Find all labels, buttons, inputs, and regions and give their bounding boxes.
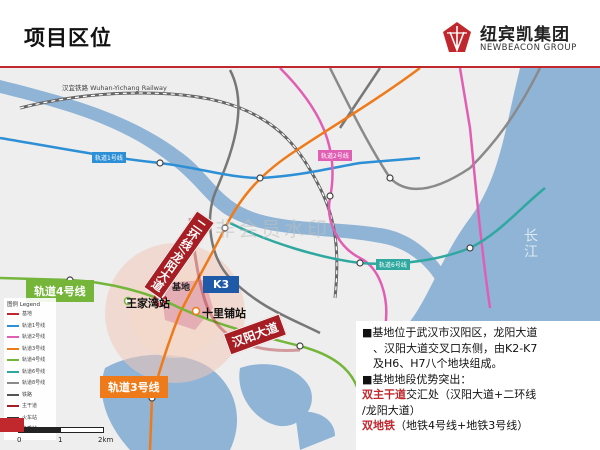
legend-swatch <box>7 370 19 373</box>
legend-item: 轨道2号线 <box>7 333 55 341</box>
info-line-highlight: 双主干道交汇处（汉阳大道+二环线 <box>362 387 594 403</box>
scale-tick: 0 <box>17 436 22 444</box>
wangjiawan-station-label: 王家湾站 <box>126 297 170 310</box>
railway-2 <box>208 69 321 335</box>
logo-mark-icon <box>443 22 471 53</box>
legend-label: 铁路 <box>22 391 33 398</box>
info-box: ■基地位于武汉市汉阳区，龙阳大道 、汉阳大道交叉口东侧，由K2-K7 及H6、H… <box>356 321 600 450</box>
legend-item: 轨道8号线 <box>7 379 55 387</box>
info-line: ■基地位于武汉市汉阳区，龙阳大道 <box>362 326 538 339</box>
metro-line-4-tag: 轨道4号线 <box>26 280 94 302</box>
legend-swatch <box>7 313 19 315</box>
legend-swatch <box>7 416 19 419</box>
metro-line-1 <box>0 136 421 180</box>
metro-line-8 <box>328 68 542 191</box>
legend-swatch <box>7 405 19 407</box>
lake-3 <box>295 411 335 450</box>
legend-item: 铁路 <box>7 391 55 399</box>
logo-name-cn: 纽宾凯集团 <box>480 25 570 45</box>
legend-label: 主干道 <box>22 403 38 409</box>
legend-label: 轨道3号线 <box>22 345 46 352</box>
metro-line-3 <box>148 68 421 450</box>
legend-swatch <box>7 324 19 327</box>
shilipu-station-label: 十里铺站 <box>202 307 246 320</box>
info-line: /龙阳大道） <box>362 403 421 417</box>
legend-title: 图例 Legend <box>7 302 40 308</box>
legend-item: 火车站 <box>7 414 55 422</box>
wangjiawan-station-icon <box>123 296 133 306</box>
legend-item: 主干道 <box>7 402 55 410</box>
parcel-k3-tag: K3 <box>203 276 240 293</box>
info-line-highlight: 双地铁（地铁4号线+地铁3号线） <box>362 418 594 434</box>
site-label: 基地 <box>172 283 191 293</box>
legend-label: 轨道8号线 <box>22 380 46 386</box>
watermark: 非会员水印 <box>215 217 330 241</box>
metro-line-1-label: 轨道1号线 <box>92 152 126 163</box>
info-text: （地铁4号线+地铁3号线） <box>395 419 529 432</box>
corner-accent <box>0 418 24 432</box>
legend-swatch <box>7 347 19 350</box>
metro-line-2-label: 轨道2号线 <box>318 150 352 161</box>
metro-line-4 <box>0 276 362 399</box>
legend-item: 轨道4号线 <box>7 356 55 364</box>
scale-bar: 0 1 2km <box>17 424 128 446</box>
info-line: 及H6、H7八个地块组成。 <box>373 357 503 370</box>
scale-bar-graphic <box>18 427 104 433</box>
river-label: 长江 <box>522 228 538 260</box>
info-line: 、汉阳大道交叉口东侧，由K2-K7 <box>373 341 538 355</box>
legend-label: 轨道2号线 <box>22 334 46 340</box>
han-river <box>0 80 455 290</box>
legend-swatch <box>7 382 19 384</box>
lake-2 <box>239 364 312 427</box>
metro-line-2 <box>279 68 388 329</box>
legend-item: 轨道1号线 <box>7 322 55 330</box>
info-line: ■基地地段优势突出： <box>362 372 472 386</box>
legend-item: 基地 <box>7 310 55 318</box>
header: 项目区位 纽宾凯集团 NEWBEACON GROUP <box>0 0 600 68</box>
metro-line-2b <box>458 68 492 309</box>
scale-tick: 2km <box>98 436 114 444</box>
legend-swatch <box>7 393 19 396</box>
legend-label: 轨道1号线 <box>22 322 46 329</box>
info-text: 交汇处（汉阳大道+二环线 <box>406 388 537 401</box>
shilipu-station-icon <box>191 306 201 316</box>
header-divider <box>0 66 600 68</box>
metro-line-6-label: 轨道6号线 <box>376 259 410 270</box>
highlight-text: 双地铁 <box>362 419 395 432</box>
legend-label: 轨道4号线 <box>22 357 46 363</box>
legend-label: 轨道6号线 <box>22 368 46 375</box>
legend-item: 轨道6号线 <box>7 368 55 376</box>
logo-name-en: NEWBEACON GROUP <box>480 43 577 53</box>
page-title: 项目区位 <box>24 26 112 50</box>
legend-item: 轨道3号线 <box>7 345 55 353</box>
metro-line-3-tag: 轨道3号线 <box>100 376 168 398</box>
legend-label: 基地 <box>22 311 33 317</box>
highlight-text: 双主干道 <box>362 388 406 401</box>
map-legend: 图例 Legend 基地轨道1号线轨道2号线轨道3号线轨道4号线轨道6号线轨道8… <box>4 298 56 440</box>
legend-swatch <box>7 336 19 338</box>
scale-tick: 1 <box>58 436 63 444</box>
railway-label: 汉宜铁路 Wuhan-Yichang Railway <box>62 84 167 92</box>
ring-road <box>188 217 301 352</box>
company-logo: 纽宾凯集团 NEWBEACON GROUP <box>440 20 580 60</box>
legend-swatch <box>7 359 19 361</box>
legend-label: 火车站 <box>22 414 38 421</box>
